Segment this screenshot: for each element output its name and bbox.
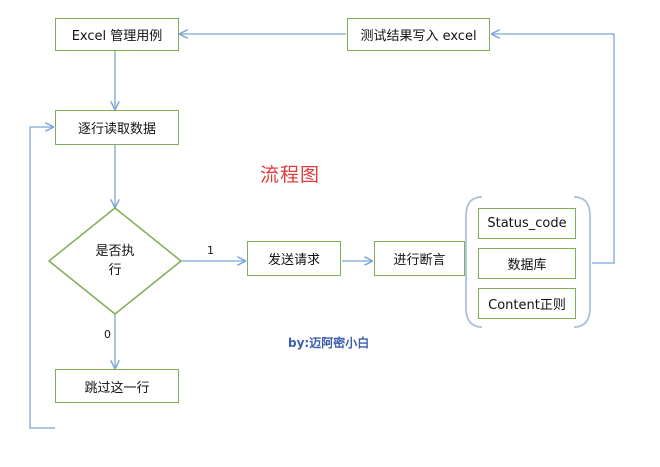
right-bracket [573, 196, 591, 328]
content-regex-box: Content正则 [478, 288, 576, 319]
write-excel-label: 测试结果写入 excel [360, 29, 477, 44]
diagram-title: 流程图 [260, 164, 321, 186]
database-box: 数据库 [478, 248, 576, 279]
read-rows-box: 逐行读取数据 [55, 110, 179, 145]
decision-diamond [47, 207, 183, 315]
decision-label-line2: 行 [108, 263, 122, 278]
content-regex-label: Content正则 [488, 298, 566, 313]
write-excel-box: 测试结果写入 excel [347, 18, 490, 51]
excel-cases-box: Excel 管理用例 [55, 18, 179, 51]
send-request-box: 发送请求 [247, 241, 341, 276]
assert-label: 进行断言 [393, 253, 446, 268]
decision-label: 是否执 行 [85, 242, 145, 280]
assert-box: 进行断言 [374, 241, 465, 276]
send-request-label: 发送请求 [267, 253, 320, 268]
arrow-skip-loop-back [29, 127, 55, 429]
left-bracket [465, 196, 483, 328]
edge-label-yes: 1 [207, 244, 214, 257]
arrow-assert-group-to-write [492, 34, 615, 264]
skip-row-label: 跳过这一行 [84, 380, 150, 396]
database-label: 数据库 [507, 258, 547, 273]
read-rows-label: 逐行读取数据 [77, 122, 156, 137]
author-credit: by:迈阿密小白 [288, 336, 370, 350]
decision-label-line1: 是否执 [95, 244, 135, 259]
edge-label-no: 0 [104, 328, 111, 341]
skip-row-box: 跳过这一行 [55, 369, 179, 403]
excel-cases-label: Excel 管理用例 [71, 29, 163, 44]
status-code-label: Status_code [487, 216, 567, 231]
status-code-box: Status_code [478, 208, 576, 239]
